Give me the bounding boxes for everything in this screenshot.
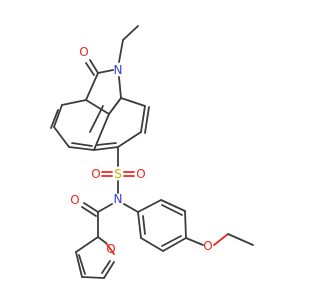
bond-aromatic — [137, 199, 162, 213]
bond-ring-n — [118, 76, 122, 99]
atom-s-sulfonyl: S — [114, 167, 122, 181]
bond-n-carbonyl — [97, 203, 113, 213]
bond-aromatic — [93, 113, 110, 151]
atom-o-sulfonyl-right: O — [136, 167, 145, 181]
atom-o-furan: O — [106, 242, 115, 256]
bond-furan — [75, 251, 83, 278]
bond-aromatic — [96, 142, 117, 146]
atom-o-amide: O — [70, 193, 79, 207]
bond-furan — [75, 236, 99, 253]
molecule-diagram: O N S O O N O O O — [50, 25, 254, 279]
bond-furan — [103, 261, 115, 279]
bond-aromatic — [50, 109, 59, 129]
bond-aromatic — [161, 204, 183, 216]
bond-aromatic — [93, 146, 119, 151]
bond-furan-o — [105, 242, 115, 255]
bond-aromatic — [140, 105, 146, 133]
atom-labels: O N S O O N O O O — [70, 45, 212, 256]
bond-aromatic — [117, 131, 142, 148]
bond-amide-o — [83, 202, 99, 213]
bond-aromatic — [53, 104, 63, 128]
bond-n-aryl — [123, 203, 139, 213]
bond-aromatic — [68, 146, 95, 151]
atom-n-ring: N — [114, 63, 123, 77]
bond-aryl-o — [185, 237, 204, 246]
bond-aromatic — [89, 105, 104, 133]
bond-n-ethyl — [118, 39, 124, 63]
bond-aromatic — [184, 210, 187, 239]
skeletal-bonds — [50, 25, 254, 279]
bond-ketone — [89, 59, 99, 74]
bond-aromatic — [162, 237, 187, 252]
bond-aromatic — [144, 106, 150, 134]
bond-ethyl — [227, 233, 254, 246]
bond-amide-o — [81, 206, 97, 217]
bond-ethyl — [122, 25, 139, 41]
bond-aromatic — [160, 199, 186, 212]
bond-ring-fuse — [85, 99, 110, 115]
bond-aromatic — [140, 237, 164, 252]
bond-furan — [101, 260, 111, 274]
atom-o-ketone: O — [79, 45, 88, 59]
bond-aromatic — [142, 215, 146, 235]
bond-aromatic — [120, 97, 146, 107]
bond-furan-o — [97, 236, 107, 244]
bond-aromatic — [61, 99, 87, 106]
bond-carbonyl-c — [85, 72, 99, 101]
bond-o-ethyl — [213, 233, 229, 246]
bond-aromatic — [53, 126, 70, 148]
bond-furan — [78, 254, 86, 275]
bond-aromatic — [108, 97, 122, 115]
bond-furan — [81, 276, 105, 279]
atom-o-sulfonyl-left: O — [91, 167, 100, 181]
bond-ketone — [85, 62, 95, 76]
atom-n-amide: N — [114, 192, 123, 206]
structure-drawing: O N S O O N O O O — [50, 25, 254, 279]
bond-aromatic — [161, 235, 182, 247]
bond-aromatic — [137, 211, 142, 239]
bond-aromatic — [71, 142, 93, 147]
atom-o-ether: O — [203, 239, 212, 253]
bond-n-carbonyl — [97, 69, 114, 74]
